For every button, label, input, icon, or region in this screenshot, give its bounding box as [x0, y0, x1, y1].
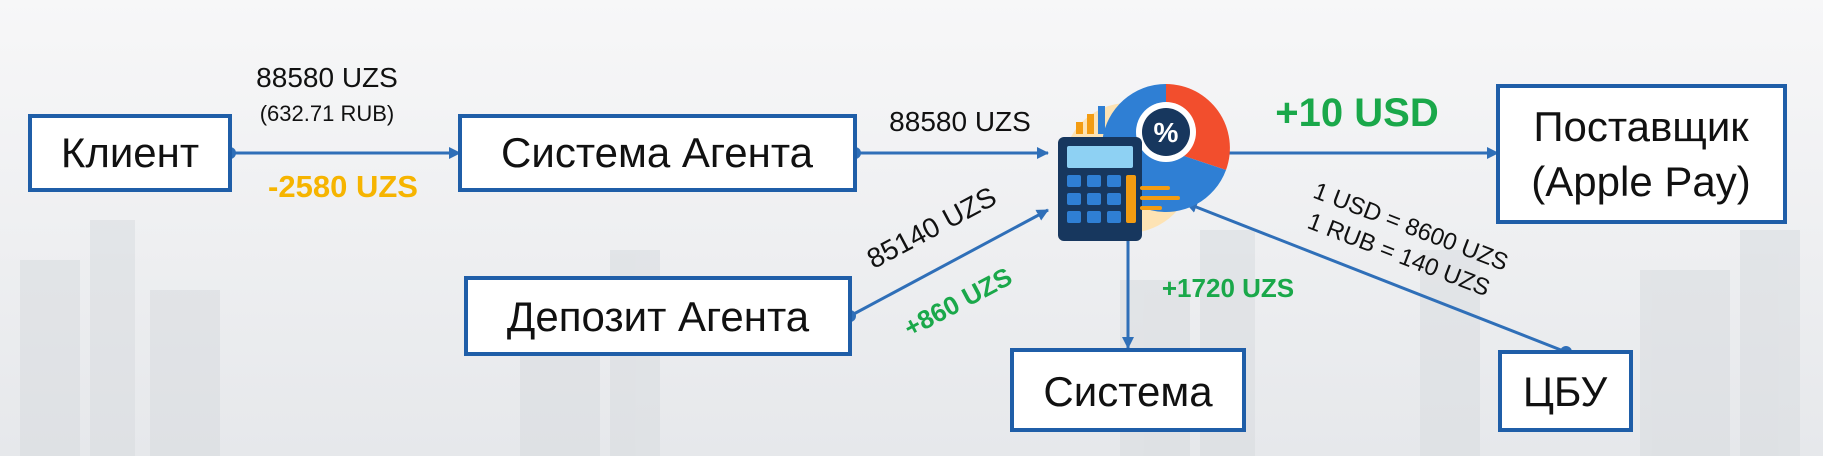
node-system: Система: [1010, 348, 1246, 432]
node-cbu-label: ЦБУ: [1523, 368, 1608, 415]
node-system-label: Система: [1043, 368, 1213, 415]
node-client: Клиент: [28, 114, 232, 192]
node-agent-deposit: Депозит Агента: [464, 276, 852, 356]
svg-text:%: %: [1154, 117, 1179, 148]
node-agent-system: Система Агента: [458, 114, 857, 192]
node-supplier-label-line1: Поставщик: [1533, 103, 1749, 150]
node-agent-deposit-label: Депозит Агента: [507, 293, 810, 340]
client-to-agent-fee-label: -2580 UZS: [268, 169, 418, 204]
calculator-to-supplier-amount-label: +10 USD: [1275, 91, 1438, 135]
arrow-cbu-to-calculator: [1185, 201, 1567, 354]
calculator-percent-icon: %: [1058, 83, 1230, 241]
arrow-deposit-to-calculator: [849, 208, 1049, 318]
node-supplier-label-line2: (Apple Pay): [1531, 158, 1750, 205]
arrows: [230, 147, 1567, 354]
node-client-label: Клиент: [61, 129, 199, 176]
node-supplier: Поставщик (Apple Pay): [1496, 84, 1787, 224]
client-to-agent-rub-label: (632.71 RUB): [260, 101, 395, 126]
node-agent-system-label: Система Агента: [501, 129, 814, 176]
calculator-to-system-amount-label: +1720 UZS: [1162, 273, 1294, 303]
node-cbu: ЦБУ: [1498, 350, 1633, 432]
agent-to-calculator-amount-label: 88580 UZS: [889, 106, 1031, 137]
client-to-agent-amount-label: 88580 UZS: [256, 62, 398, 93]
